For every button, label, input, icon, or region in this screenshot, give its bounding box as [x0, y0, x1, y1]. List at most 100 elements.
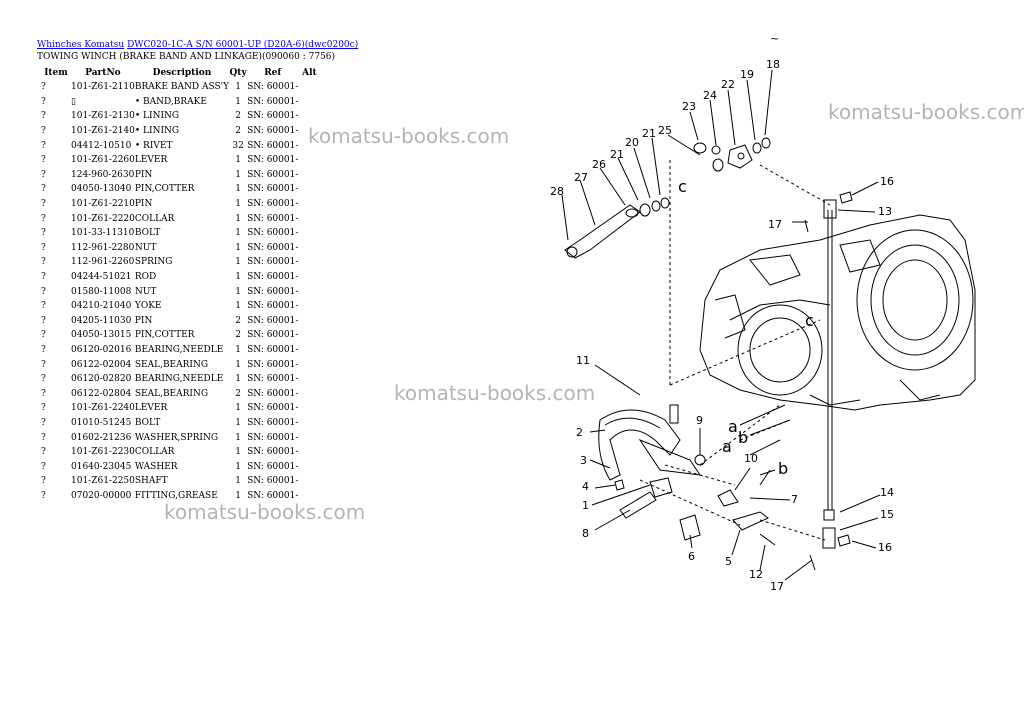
cell-partno: 04050-13040 — [71, 184, 132, 195]
callout-b: b — [738, 428, 748, 447]
cell-description: SEAL,BEARING — [134, 359, 209, 370]
cell-item: ? — [41, 155, 46, 166]
callout-7: 7 — [791, 493, 798, 506]
cell-partno: 124-960-2630 — [71, 169, 135, 180]
cell-item: ? — [41, 140, 46, 151]
header-qty: Qty — [229, 68, 247, 78]
cell-description: BEARING,NEEDLE — [134, 374, 224, 385]
cell-partno: 101-Z61-2240 — [71, 403, 135, 414]
cell-item: ? — [41, 330, 46, 341]
page-title: TOWING WINCH (BRAKE BAND AND LINKAGE)(09… — [37, 52, 336, 62]
cell-alt — [298, 445, 320, 460]
cell-qty: 1 — [235, 301, 241, 312]
cell-qty: 1 — [235, 272, 241, 283]
cell-partno: 101-Z61-2130 — [71, 111, 135, 122]
cell-description: NUT — [134, 286, 157, 297]
cell-alt — [298, 168, 320, 183]
cell-ref: SN: 60001- — [247, 301, 299, 312]
cell-description: • LINING — [134, 111, 180, 122]
cell-description: BOLT — [134, 417, 161, 428]
cell-partno: 112-961-2280 — [71, 242, 135, 253]
callout-26: 26 — [592, 158, 606, 171]
cell-description: SPRING — [134, 257, 173, 268]
cell-qty: 1 — [235, 403, 241, 414]
cell-description: NUT — [134, 242, 157, 253]
cell-qty: 1 — [235, 461, 241, 472]
cell-item: ? — [41, 403, 46, 414]
cell-item: ? — [41, 374, 46, 385]
cell-item: ? — [41, 257, 46, 268]
cell-ref: SN: 60001- — [247, 257, 299, 268]
cell-alt — [298, 314, 320, 329]
lever-shaft — [564, 197, 670, 259]
callout-14: 14 — [880, 486, 894, 499]
cell-qty: 1 — [235, 82, 241, 93]
cell-description: WASHER,SPRING — [134, 432, 219, 443]
cell-ref: SN: 60001- — [247, 126, 299, 137]
cell-partno: 101-Z61-2220 — [71, 213, 135, 224]
cell-alt — [298, 357, 320, 372]
cell-description: FITTING,GREASE — [134, 490, 218, 501]
cell-partno: ▯ — [71, 96, 76, 107]
callout-17: 17 — [768, 218, 782, 231]
cell-description: PIN,COTTER — [134, 184, 195, 195]
callout-12: 12 — [749, 568, 763, 581]
cell-item: ? — [41, 388, 46, 399]
cell-qty: 1 — [235, 432, 241, 443]
cell-description: COLLAR — [134, 447, 175, 458]
cell-alt — [298, 416, 320, 431]
breadcrumb-link-model[interactable]: DWC020-1C-A S/N 60001-UP (D20A-6)(dwc020… — [127, 40, 359, 50]
callout-19: 19 — [740, 68, 754, 81]
cell-ref: SN: 60001- — [247, 490, 299, 501]
header-partno: PartNo — [85, 68, 121, 78]
cell-ref: SN: 60001- — [247, 272, 299, 283]
callout-c: c — [805, 311, 814, 330]
callout-6: 6 — [688, 550, 695, 563]
cell-description: PIN,COTTER — [134, 330, 195, 341]
linkage-lower — [614, 191, 853, 571]
cell-alt — [298, 80, 320, 95]
cell-alt — [298, 270, 320, 285]
cell-item: ? — [41, 242, 46, 253]
header-alt: Alt — [302, 68, 317, 78]
callout-18: 18 — [766, 58, 780, 71]
cell-qty: 1 — [235, 286, 241, 297]
cell-item: ? — [41, 82, 46, 93]
cell-item: ? — [41, 126, 46, 137]
cell-qty: 1 — [235, 169, 241, 180]
cell-item: ? — [41, 301, 46, 312]
cell-description: WASHER — [134, 461, 178, 472]
parts-table-header: Item PartNo Description Qty Ref Alt — [37, 66, 320, 80]
cell-ref: SN: 60001- — [247, 388, 299, 399]
callout-11: 11 — [576, 354, 590, 367]
cell-alt — [298, 284, 320, 299]
cell-qty: 2 — [235, 388, 241, 399]
cell-qty: 1 — [235, 417, 241, 428]
cell-description: YOKE — [134, 301, 162, 312]
header-ref: Ref — [264, 68, 282, 78]
cell-partno: 06122-02804 — [71, 388, 132, 399]
brake-rod — [822, 199, 837, 549]
cell-ref: SN: 60001- — [247, 344, 299, 355]
cell-partno: 06120-02016 — [71, 344, 132, 355]
cell-qty: 2 — [235, 315, 241, 326]
cell-qty: 1 — [235, 490, 241, 501]
cell-ref: SN: 60001- — [247, 228, 299, 239]
cell-item: ? — [41, 199, 46, 210]
callout-17: 17 — [770, 580, 784, 593]
breadcrumb-link-whinches-komatsu[interactable]: Whinches Komatsu — [37, 40, 125, 50]
cell-partno: 01602-21236 — [71, 432, 132, 443]
cell-ref: SN: 60001- — [247, 417, 299, 428]
cell-partno: 04244-51021 — [71, 272, 132, 283]
cell-item: ? — [41, 169, 46, 180]
cell-partno: 101-Z61-2140 — [71, 126, 135, 137]
cell-item: ? — [41, 272, 46, 283]
